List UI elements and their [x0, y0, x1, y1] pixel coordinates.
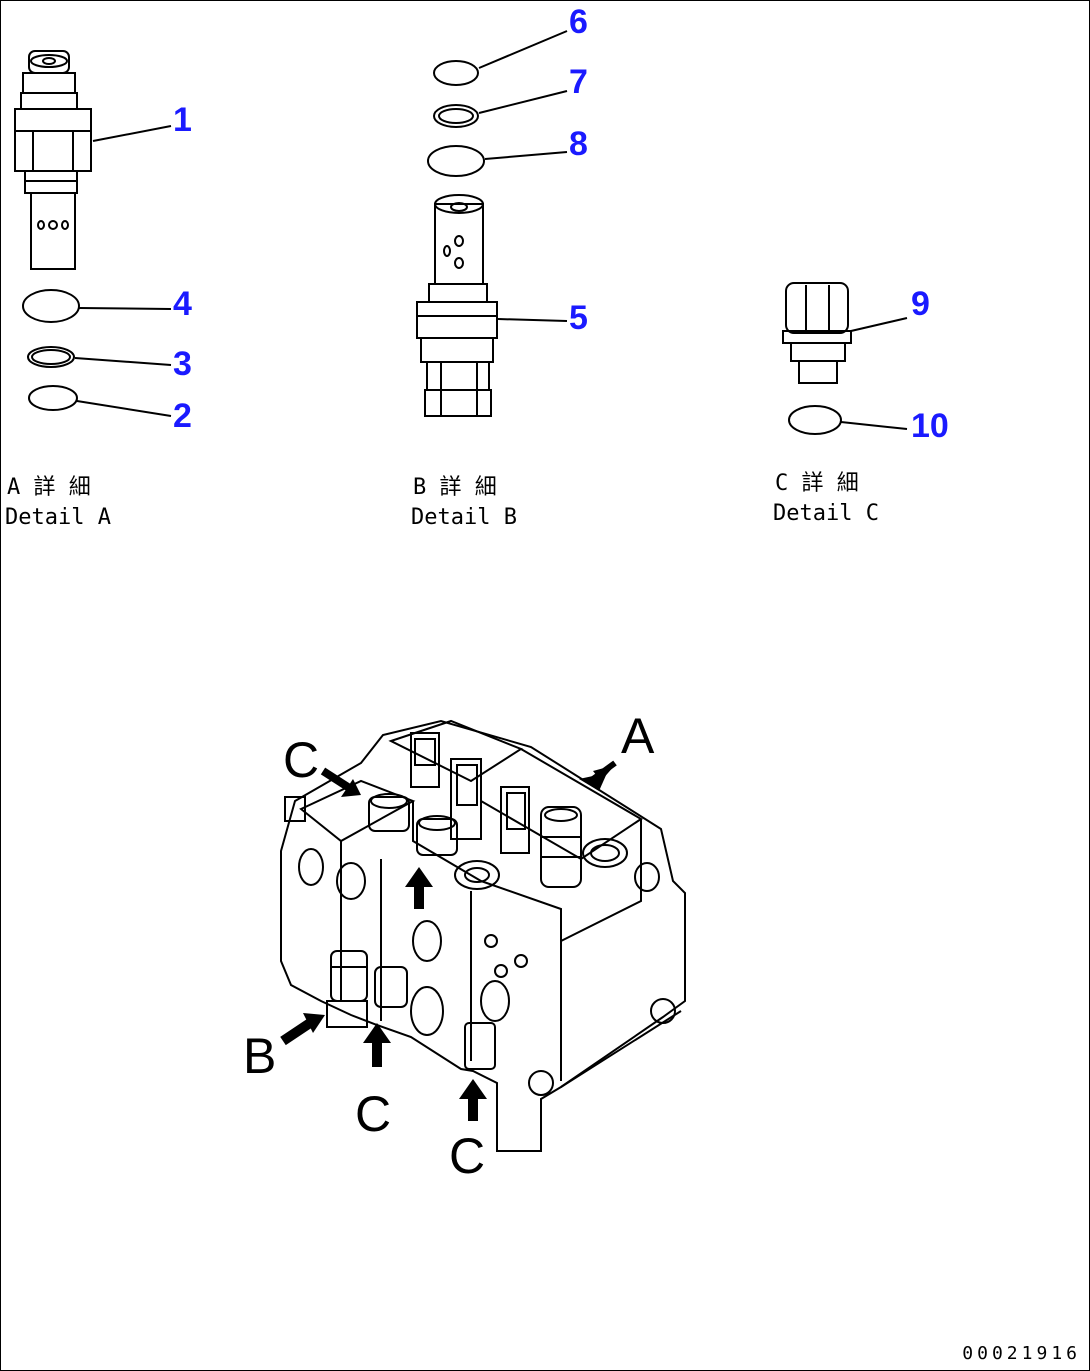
detail-b-caption-ja: B 詳 細	[413, 475, 497, 500]
drawing-number: 00021916	[962, 1343, 1081, 1364]
view-letter-a: A	[621, 708, 655, 764]
detail-b-caption-en: Detail B	[411, 505, 517, 530]
callout-5: 5	[569, 299, 588, 337]
control-valve-assembly	[280, 719, 686, 1152]
view-letter-c-top: C	[283, 732, 320, 788]
detail-a-caption-en: Detail A	[5, 505, 111, 530]
detail-c-caption-en: Detail C	[773, 501, 879, 526]
callout-8: 8	[569, 125, 588, 163]
part-7-backup-ring	[433, 104, 479, 128]
callout-10: 10	[911, 407, 949, 445]
part-3-backup-ring-inner	[31, 349, 71, 365]
part-2-ring	[28, 385, 78, 411]
callout-3: 3	[173, 345, 192, 383]
view-arrow-c-mid	[405, 867, 433, 909]
callout-2: 2	[173, 397, 192, 435]
detail-a-caption-ja: A 詳 細	[7, 475, 91, 500]
view-arrow-c-bottom-right	[459, 1079, 487, 1121]
part-4-ring	[22, 289, 80, 323]
callout-7: 7	[569, 63, 588, 101]
callout-9: 9	[911, 285, 930, 323]
part-8-o-ring	[427, 145, 485, 177]
part-7-backup-ring-inner	[438, 108, 474, 124]
view-arrow-c-bottom-left	[363, 1023, 391, 1067]
callout-4: 4	[173, 285, 192, 323]
view-letter-c-bottom-left: C	[355, 1086, 392, 1142]
view-letter-b: B	[243, 1028, 277, 1084]
view-arrow-c-top	[320, 767, 361, 797]
part-1-valve-cartridge	[14, 50, 92, 270]
callout-1: 1	[173, 101, 192, 139]
view-letter-c-bottom-right: C	[449, 1128, 486, 1184]
part-6-ring	[433, 60, 479, 86]
detail-c-caption-ja: C 詳 細	[775, 471, 859, 496]
part-10-o-ring	[788, 405, 842, 435]
callout-6: 6	[569, 3, 588, 41]
view-arrow-b	[280, 1013, 325, 1046]
part-5-relief-valve	[416, 194, 498, 417]
part-3-backup-ring	[27, 346, 75, 368]
part-9-plug	[782, 282, 852, 384]
